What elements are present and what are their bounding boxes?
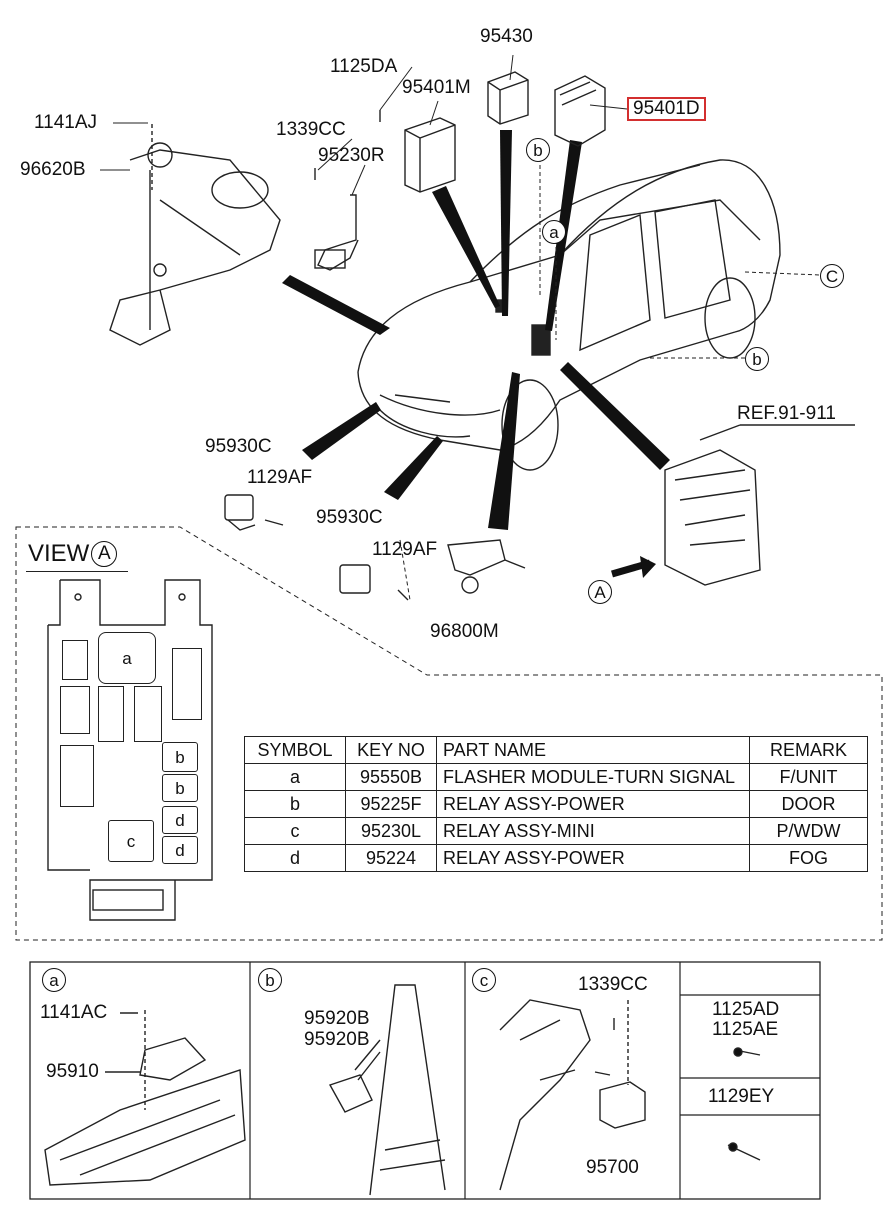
cell-part-name: RELAY ASSY-MINI xyxy=(436,817,750,845)
view-slot-empty xyxy=(62,640,88,680)
label-95920b-1: 95920B xyxy=(304,1008,370,1029)
detail-b-art xyxy=(328,984,446,1196)
col-symbol: SYMBOL xyxy=(244,736,346,764)
table-row: c 95230L RELAY ASSY-MINI P/WDW xyxy=(244,817,868,845)
view-slot-empty xyxy=(98,686,124,742)
cell-remark: DOOR xyxy=(749,790,868,818)
label-95401m: 95401M xyxy=(402,77,471,98)
view-slot-b2: b xyxy=(162,774,198,802)
label-1141ac: 1141AC xyxy=(40,1002,108,1023)
view-slot-d2: d xyxy=(162,836,198,864)
label-1125da: 1125DA xyxy=(330,56,398,77)
label-95930c-left: 95930C xyxy=(205,436,272,457)
cell-key-no: 95550B xyxy=(345,763,437,791)
view-title-letter: A xyxy=(91,541,118,567)
cell-key-no: 95224 xyxy=(345,844,437,872)
label-95700: 95700 xyxy=(586,1157,639,1178)
view-title-underline xyxy=(26,571,128,572)
label-95930c-center: 95930C xyxy=(316,507,383,528)
label-95401d-highlighted[interactable]: 95401D xyxy=(627,97,706,121)
label-1129ey: 1129EY xyxy=(708,1086,775,1107)
table-row: d 95224 RELAY ASSY-POWER FOG xyxy=(244,844,868,872)
cell-symbol: d xyxy=(244,844,346,872)
col-key-no: KEY NO xyxy=(345,736,437,764)
label-1125ae: 1125AE xyxy=(712,1019,779,1040)
view-slot-b1: b xyxy=(162,742,198,772)
cell-symbol: a xyxy=(244,763,346,791)
label-96800m: 96800M xyxy=(430,621,499,642)
table-row: b 95225F RELAY ASSY-POWER DOOR xyxy=(244,790,868,818)
view-slot-empty xyxy=(60,686,90,734)
parts-table: SYMBOL KEY NO PART NAME REMARK a 95550B … xyxy=(244,736,868,872)
car-illustration xyxy=(357,159,781,471)
table-row: a 95550B FLASHER MODULE-TURN SIGNAL F/UN… xyxy=(244,763,868,791)
view-slot-a: a xyxy=(98,632,156,684)
cell-symbol: c xyxy=(244,817,346,845)
callout-view-a-arrow: A xyxy=(588,580,612,604)
cell-part-name: FLASHER MODULE-TURN SIGNAL xyxy=(436,763,750,791)
table-header-row: SYMBOL KEY NO PART NAME REMARK xyxy=(244,736,868,764)
module-95401m-art xyxy=(404,117,456,193)
label-95920b-2: 95920B xyxy=(304,1029,370,1050)
detail-c-tag: c xyxy=(472,968,496,992)
cell-part-name: RELAY ASSY-POWER xyxy=(436,790,750,818)
view-slot-empty xyxy=(60,745,94,807)
relay-95430-art xyxy=(487,71,529,125)
label-ref-91-911: REF.91-911 xyxy=(737,403,836,424)
label-1339cc: 1339CC xyxy=(276,119,346,140)
cell-symbol: b xyxy=(244,790,346,818)
col-remark: REMARK xyxy=(749,736,868,764)
label-95230r: 95230R xyxy=(318,145,385,166)
detail-b-tag: b xyxy=(258,968,282,992)
label-1339cc-detail: 1339CC xyxy=(578,974,648,995)
label-96620b: 96620B xyxy=(20,159,86,180)
cell-remark: FOG xyxy=(749,844,868,872)
callout-b-right: b xyxy=(745,347,769,371)
label-1129af-left: 1129AF xyxy=(247,467,313,488)
label-95430: 95430 xyxy=(480,26,533,47)
cell-remark: F/UNIT xyxy=(749,763,868,791)
view-slot-d1: d xyxy=(162,806,198,834)
fuse-box-art xyxy=(664,424,855,586)
label-1125ad: 1125AD xyxy=(712,999,780,1020)
callout-c-right: C xyxy=(820,264,844,288)
detail-c-art xyxy=(499,999,646,1191)
cell-key-no: 95225F xyxy=(345,790,437,818)
view-slot-empty xyxy=(172,648,202,720)
cell-remark: P/WDW xyxy=(749,817,868,845)
view-slot-c: c xyxy=(108,820,154,862)
detail-a-art xyxy=(44,1010,246,1186)
front-frame-art xyxy=(109,124,281,346)
pointer-wedges xyxy=(282,130,670,530)
callout-a: a xyxy=(542,220,566,244)
callout-b-top: b xyxy=(526,138,550,162)
label-1141aj: 1141AJ xyxy=(34,112,98,133)
sensor-art xyxy=(224,110,526,601)
cell-key-no: 95230L xyxy=(345,817,437,845)
label-95910: 95910 xyxy=(46,1061,99,1082)
col-part-name: PART NAME xyxy=(436,736,750,764)
label-1129af-center: 1129AF xyxy=(372,539,438,560)
view-title-prefix: VIEW xyxy=(28,540,90,567)
view-slot-empty xyxy=(134,686,162,742)
detail-a-tag: a xyxy=(42,968,66,992)
bracket-95230r-art xyxy=(314,194,359,271)
cell-part-name: RELAY ASSY-POWER xyxy=(436,844,750,872)
module-95401d-art xyxy=(554,75,606,147)
